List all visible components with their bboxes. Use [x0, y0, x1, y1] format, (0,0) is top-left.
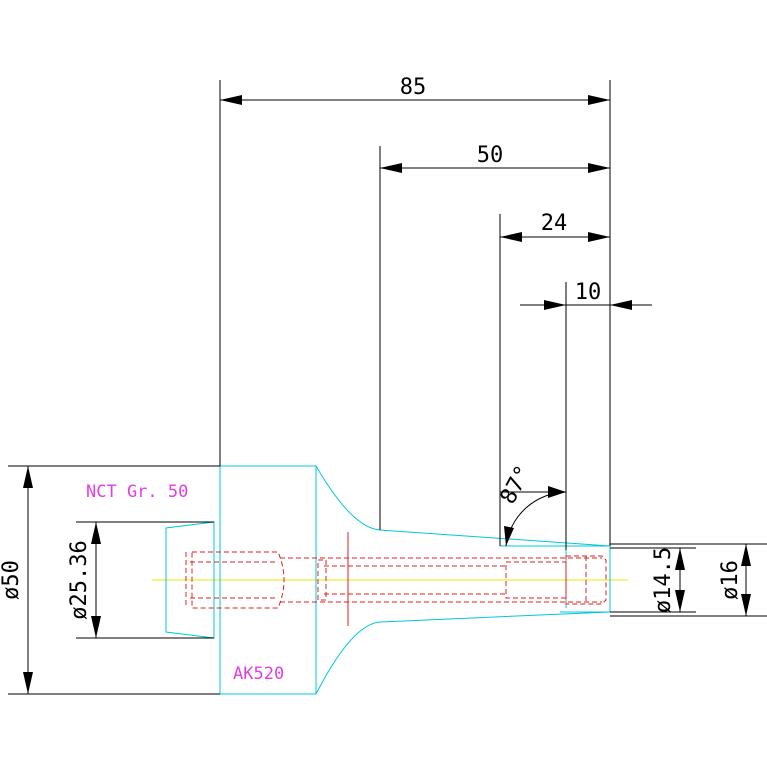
dim-50-text: 50 [477, 143, 504, 168]
arrow-angle-bottom [504, 526, 514, 546]
dim-10-text: 10 [575, 280, 602, 305]
dim-dia25-text: ø25.36 [67, 540, 92, 619]
flare-top [315, 465, 611, 547]
arrow-10-right [610, 300, 632, 310]
arrow-50-left [380, 163, 402, 173]
arrow-dia25-bottom [91, 616, 101, 638]
flare-bottom [315, 611, 611, 695]
holder-body-outline [219, 465, 317, 695]
arrow-85-right [588, 95, 610, 105]
dim-angle-text: 87° [496, 462, 537, 509]
arrow-dia16-top [741, 544, 751, 566]
arrow-dia50-top [23, 466, 33, 488]
arrow-10-left [544, 300, 566, 310]
arrow-24-right [588, 232, 610, 242]
arrow-dia145-bottom [675, 590, 685, 612]
arrow-dia25-top [91, 522, 101, 544]
holder-label: NCT Gr. 50 [86, 482, 188, 502]
hidden-lines [185, 532, 607, 626]
arrow-50-right [588, 163, 610, 173]
arrow-angle-top [548, 486, 566, 498]
bore-collar [317, 559, 327, 601]
arrow-dia50-bottom [23, 672, 33, 694]
dimension-texts: 85 50 24 10 87° ø50 ø25.36 ø14.5 ø16 [0, 75, 743, 620]
arrow-dia145-top [675, 548, 685, 570]
dimension-lines [8, 80, 767, 695]
dim-dia50-text: ø50 [0, 560, 24, 600]
arrow-dia16-bottom [741, 594, 751, 616]
arrow-85-left [220, 95, 242, 105]
dim-24-text: 24 [541, 211, 568, 236]
tip-end-hidden [565, 555, 607, 605]
arrow-24-left [500, 232, 522, 242]
dim-dia145-text: ø14.5 [651, 547, 676, 613]
dim-dia16-text: ø16 [718, 560, 743, 600]
tool-label: AK520 [233, 664, 284, 684]
dim-85-text: 85 [400, 75, 427, 100]
